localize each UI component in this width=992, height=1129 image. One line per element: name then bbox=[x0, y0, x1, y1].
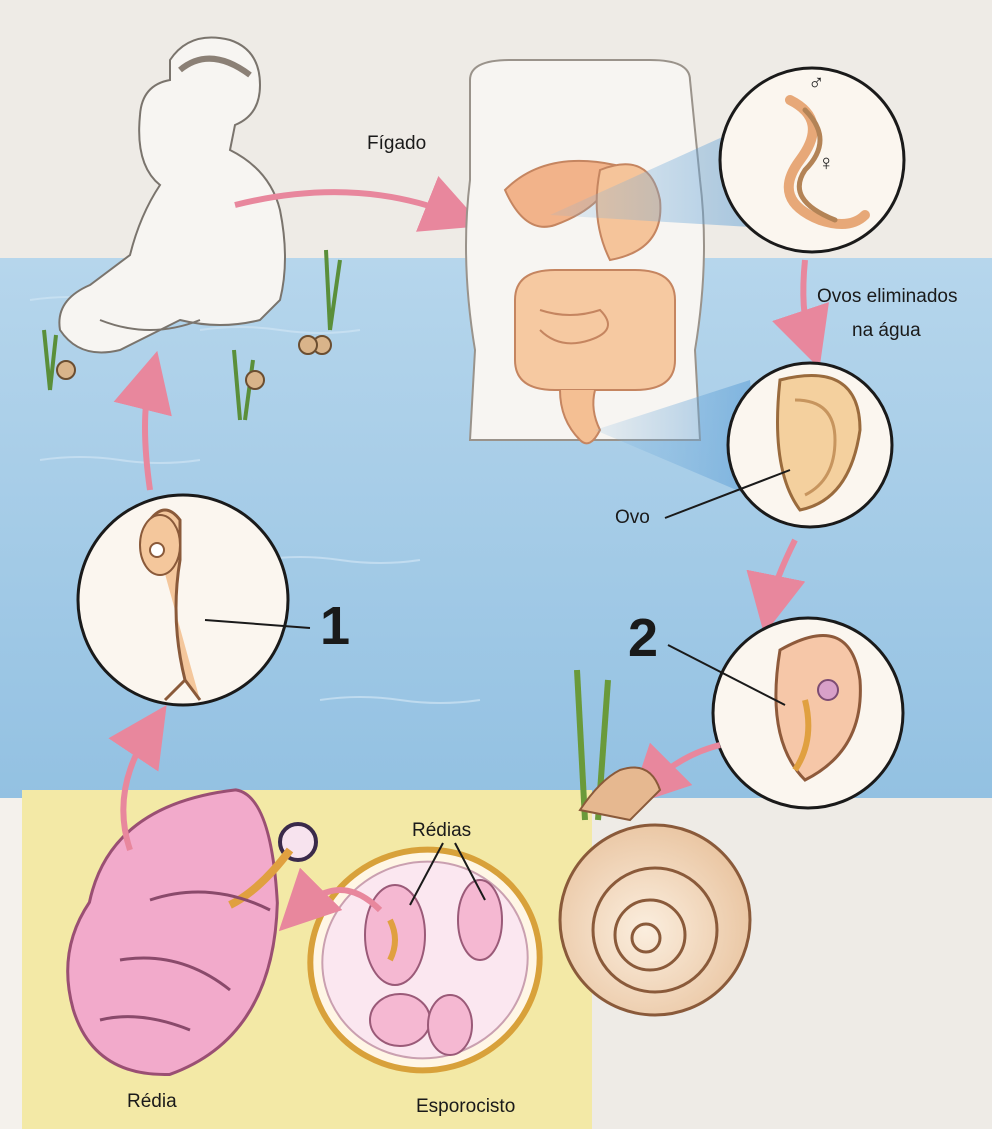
redia-label: Rédia bbox=[127, 1091, 177, 1113]
egg-label: Ovo bbox=[615, 507, 650, 529]
male-symbol: ♂ bbox=[808, 70, 825, 96]
stage-number-1: 1 bbox=[320, 595, 350, 657]
small-snail-4 bbox=[299, 336, 317, 354]
liver-label: Fígado bbox=[367, 133, 426, 155]
female-symbol: ♀ bbox=[818, 150, 835, 176]
small-snail-2 bbox=[246, 371, 264, 389]
miracidium-circle bbox=[713, 618, 903, 808]
redias-label: Rédias bbox=[412, 820, 471, 842]
egg-circle bbox=[728, 363, 892, 527]
eggs-label-line1: Ovos eliminados bbox=[817, 286, 957, 308]
sporocyst-label: Esporocisto bbox=[416, 1096, 515, 1118]
small-snail-1 bbox=[57, 361, 75, 379]
eggs-label-line2: na água bbox=[852, 320, 921, 342]
stage-number-2: 2 bbox=[628, 607, 658, 669]
cercaria-circle bbox=[78, 495, 288, 705]
